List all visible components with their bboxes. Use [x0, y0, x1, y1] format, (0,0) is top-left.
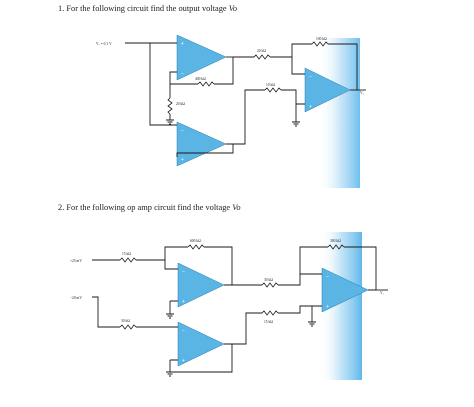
opamp5-ground-wire	[169, 359, 178, 372]
opamp-1-plus-sign: +	[181, 41, 184, 47]
15k-to-opamp6-wire	[278, 305, 322, 314]
opamp-4-plus-sign: +	[182, 299, 185, 305]
resistor-600k-label: 600 kΩ	[190, 239, 201, 243]
opamp6-feedback-right-wire	[344, 246, 377, 291]
opamp-5: − +	[177, 321, 225, 367]
question-1-number: 1.	[58, 4, 65, 13]
30k-to-opamp6-wire	[278, 273, 322, 286]
resistor-300k	[327, 244, 345, 250]
resistor-20k-top-label: 20 kΩ	[257, 49, 266, 53]
resistor-10k	[264, 87, 282, 93]
15k-to-opamp4-wire	[136, 259, 178, 270]
ground-symbol-5	[308, 321, 316, 327]
opamp-6-body	[321, 267, 369, 313]
opamp-4-body	[177, 262, 225, 308]
resistor-15k-mid-label: 15 kΩ	[264, 320, 273, 324]
circuit-2-input2-label: −20 mV	[70, 296, 82, 300]
circuit-2-output-label: Vₒ	[380, 291, 384, 295]
question-2: 2. For the following op amp circuit find…	[58, 203, 241, 212]
circuit-2: − + − + − + +25 mV 15 kΩ 600 kΩ −20 mV 3…	[70, 232, 388, 380]
question-2-text: For the following op amp circuit find th…	[66, 203, 231, 212]
question-1-text: For the following circuit find the outpu…	[66, 4, 227, 13]
question-2-number: 2.	[58, 203, 65, 212]
opamp-3-minus-sign: −	[309, 74, 312, 80]
resistor-15k-mid	[261, 310, 279, 316]
opamp4-feedback-right-wire	[204, 246, 233, 286]
opamp-3-body	[304, 67, 351, 113]
resistor-15k-top	[119, 257, 137, 263]
opamp3-feedback-wire	[328, 43, 358, 90]
opamp-6-minus-sign: −	[326, 274, 329, 280]
opamp-2-body	[176, 121, 227, 167]
question-1-symbol: Vo	[228, 4, 238, 13]
resistor-300k-label: 300 kΩ	[330, 239, 341, 243]
opamp-2-minus-sign: −	[181, 128, 184, 134]
opamp2-feedback-wire	[176, 143, 234, 157]
resistor-400k	[197, 81, 215, 87]
feedback-junction-wire	[291, 43, 312, 57]
resistor-20k-top	[253, 54, 271, 60]
resistor-30k-mid	[261, 282, 279, 288]
circuit-1-input-label: V₁ = 0.1 V	[96, 42, 112, 46]
10k-to-opamp3-wire	[281, 89, 305, 105]
opamp4-feedback-left-wire	[164, 246, 188, 260]
opamp1-inverting-wire	[169, 71, 198, 85]
resistor-30k-mid-label: 30 kΩ	[264, 278, 273, 282]
resistor-400k-label: 400 kΩ	[195, 77, 206, 81]
circuit-1-blue-highlight	[318, 38, 360, 188]
opamp-2-plus-sign: +	[181, 157, 184, 163]
opamp2-to-10k-wire	[233, 89, 265, 145]
opamp-4: − +	[177, 262, 225, 308]
opamp4-ground-wire	[169, 300, 178, 314]
opamp5-feedback-wire	[170, 343, 233, 373]
resistor-20k-vertical-label: 20 kΩ	[176, 102, 185, 106]
opamp-6: − +	[321, 267, 369, 313]
question-2-symbol: Vo	[232, 203, 241, 212]
input-to-opamp2-wire	[149, 43, 177, 126]
opamp-1: + −	[176, 34, 227, 81]
resistor-100k-label: 100 kΩ	[316, 37, 327, 41]
opamp5-to-15k-wire	[232, 312, 262, 345]
question-1: 1. For the following circuit find the ou…	[58, 4, 237, 13]
20k-to-opamp3-wire	[270, 56, 305, 75]
ground-symbol-3	[166, 313, 174, 319]
resistor-10k-label: 10 kΩ	[266, 83, 275, 87]
opamp1-feedback-wire	[214, 57, 234, 85]
input2-wire	[92, 296, 120, 328]
resistor-100k	[311, 41, 329, 47]
opamp-3: − +	[304, 67, 351, 113]
opamp-4-minus-sign: −	[182, 269, 185, 275]
resistor-30k-left	[119, 324, 137, 330]
resistor-600k	[187, 244, 205, 250]
opamp-5-body	[177, 321, 225, 367]
circuit-1: + − − + − + V₁ = 0.1 V 400 kΩ 20 kΩ	[96, 34, 366, 188]
opamp6-feedback-left-wire	[299, 246, 328, 274]
opamp-2: − +	[176, 121, 227, 167]
opamp-6-plus-sign: +	[326, 304, 329, 310]
circuit-1-output-label: Vₒ	[360, 91, 364, 95]
opamp-5-plus-sign: +	[182, 358, 185, 364]
opamp-1-body	[176, 34, 227, 81]
ground-symbol-4	[166, 371, 174, 377]
ground-symbol-1	[166, 119, 174, 125]
resistor-20k-vertical	[167, 97, 173, 115]
ground-symbol-2	[292, 121, 300, 127]
opamp-5-minus-sign: −	[182, 328, 185, 334]
circuit-2-input1-label: +25 mV	[70, 259, 82, 263]
resistor-15k-top-label: 15 kΩ	[122, 252, 131, 256]
opamp-3-plus-sign: +	[309, 104, 312, 110]
opamp-1-minus-sign: −	[181, 71, 184, 77]
resistor-30k-left-label: 30 kΩ	[121, 319, 130, 323]
